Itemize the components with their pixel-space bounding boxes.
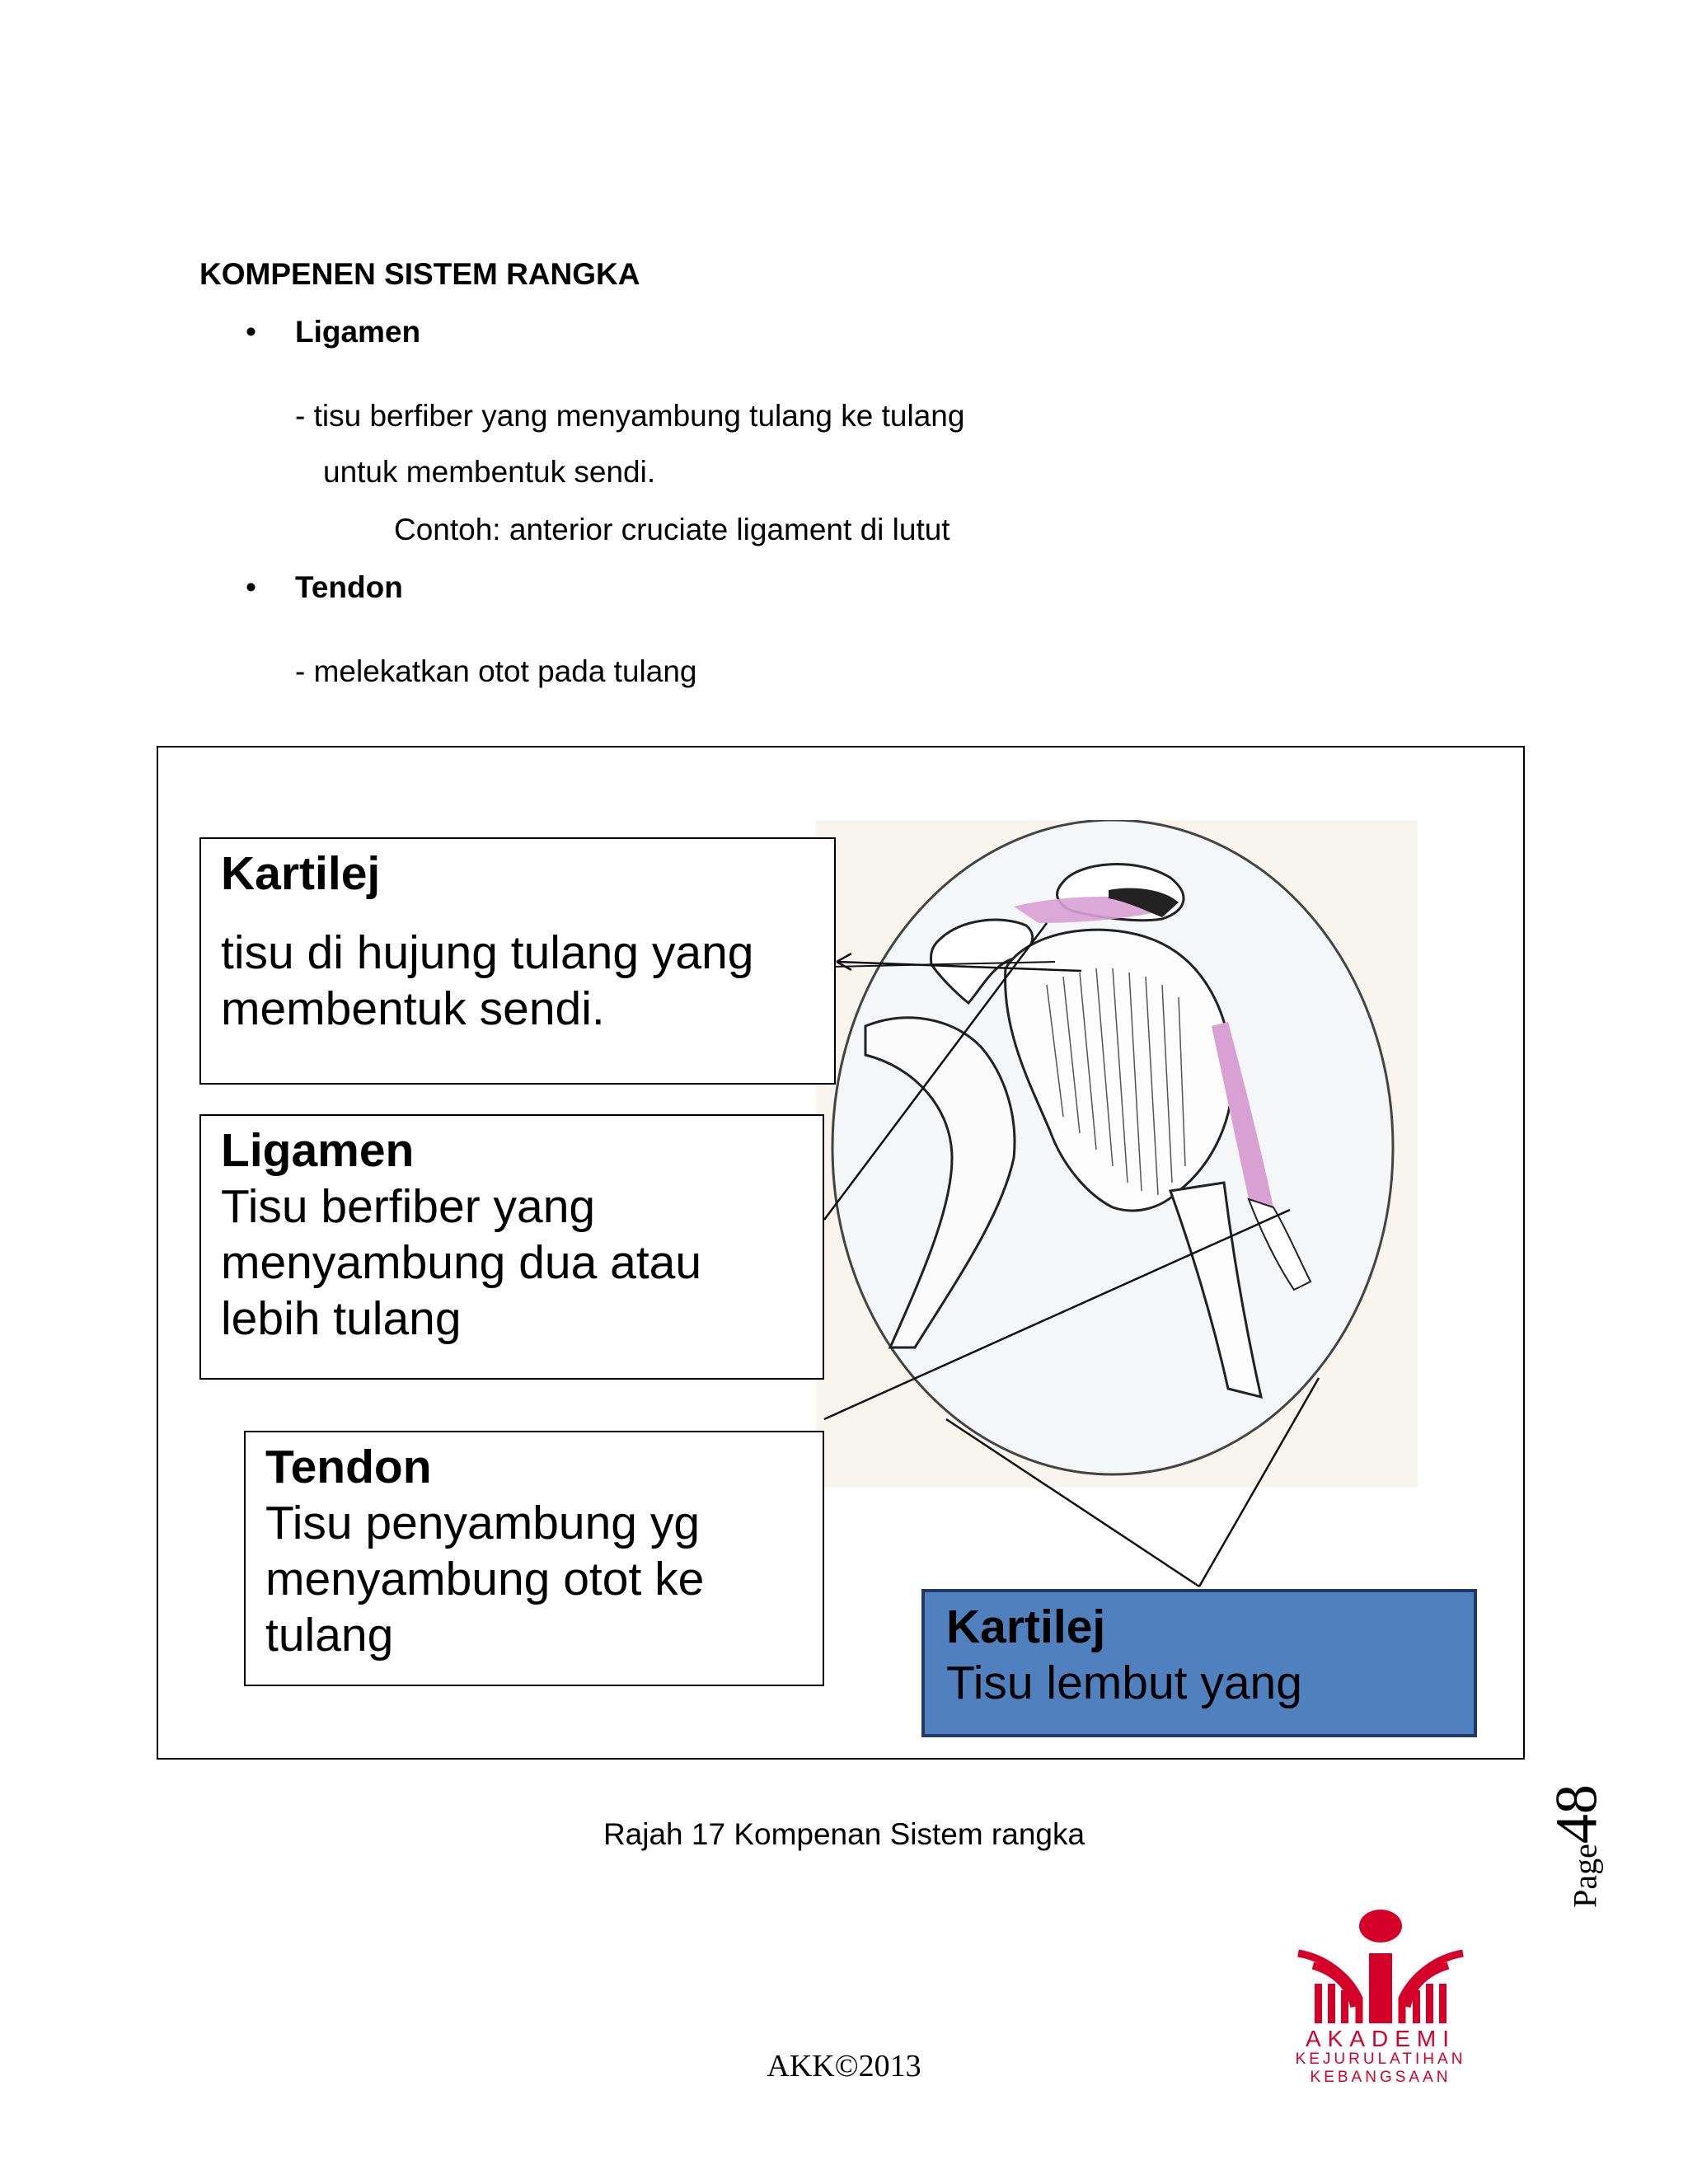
callout-kartilej-blue: Kartilej Tisu lembut yang	[921, 1589, 1477, 1737]
callout-body: Tisu lembut yang	[946, 1655, 1452, 1711]
callout-body: tisu di hujung tulang yang membentuk sen…	[221, 925, 814, 1037]
callout-kartilej: Kartilej tisu di hujung tulang yang memb…	[199, 837, 836, 1085]
callout-body: Tisu penyambung yg menyambung otot ke tu…	[265, 1495, 803, 1663]
callout-title: Kartilej	[946, 1599, 1452, 1655]
callout-title: Ligamen	[221, 1122, 803, 1179]
callout-body: Tisu berfiber yang menyambung dua atau l…	[221, 1179, 803, 1347]
figure-caption: Rajah 17 Kompenan Sistem rangka	[0, 1817, 1688, 1852]
copyright: AKK©2013	[0, 2048, 1688, 2084]
callout-ligamen: Ligamen Tisu berfiber yang menyambung du…	[199, 1114, 824, 1380]
callout-tendon: Tendon Tisu penyambung yg menyambung oto…	[244, 1431, 824, 1686]
callout-title: Tendon	[265, 1439, 803, 1495]
page-number-value: 48	[1544, 1784, 1610, 1844]
page-number: Page48	[1531, 1755, 1622, 1937]
page-word: Page	[1567, 1844, 1604, 1908]
callout-title: Kartilej	[221, 846, 814, 902]
